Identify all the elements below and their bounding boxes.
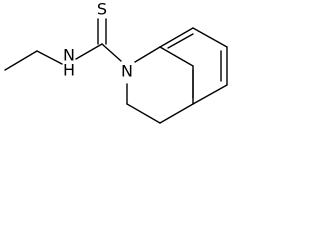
- bond-aromatic-c6-c5: [192, 84, 228, 105]
- bond-aromatic-inner-1: [167, 33, 194, 49]
- bond-nh-to-carbon: [75, 43, 103, 60]
- sulfur-label: S: [97, 0, 107, 19]
- amine-nitrogen-label: N: [63, 46, 75, 65]
- bond-ethyl-terminal: [4, 50, 38, 71]
- bond-aromatic-c8a-c8: [159, 27, 194, 48]
- chemical-structure-diagram: S N H N: [4, 0, 228, 124]
- bond-carbon-to-ring-n: [101, 43, 122, 62]
- bond-ethyl-to-nh: [36, 50, 63, 65]
- bond-aromatic-c8-c7: [192, 27, 228, 48]
- bond-ring-c3-c4: [159, 103, 194, 124]
- structure-canvas: S N H N: [0, 0, 253, 148]
- amine-hydrogen-label: H: [63, 61, 75, 80]
- bond-aromatic-c8a-c4a: [159, 46, 194, 67]
- bond-ring-c2-c3: [126, 103, 161, 124]
- bond-ring-n-to-c8a: [134, 46, 161, 63]
- ring-nitrogen-label: N: [121, 62, 133, 81]
